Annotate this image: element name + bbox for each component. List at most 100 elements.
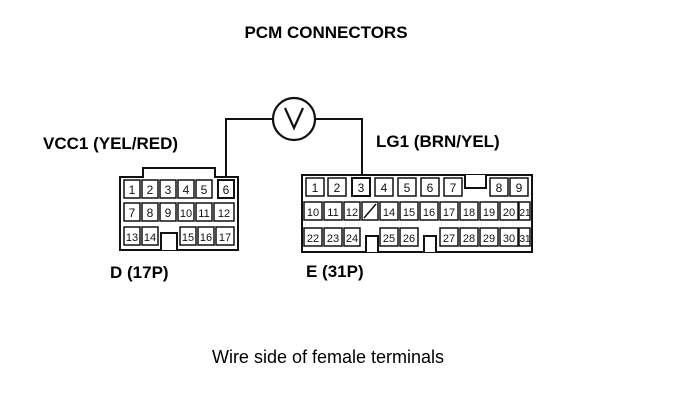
terminal-e-16	[419, 201, 439, 221]
terminal-d-17	[215, 226, 235, 246]
terminal-d-2-label: 2	[147, 183, 154, 197]
terminal-d-7	[123, 202, 141, 222]
terminal-e-29-label: 29	[483, 233, 495, 245]
terminal-e-30	[499, 227, 519, 247]
terminal-e-2-label: 2	[334, 181, 341, 195]
terminal-d-14-label: 14	[144, 232, 156, 244]
connector-e-terminals	[303, 177, 531, 247]
connector-e-numbers: 1 2 3 4 5 6 7 8 9 10 11 12 14 15 16 17 1…	[307, 181, 531, 245]
terminal-d-16	[197, 226, 215, 246]
terminal-d-13	[123, 226, 141, 246]
terminal-d-10	[177, 202, 195, 222]
terminal-e-30-label: 30	[503, 233, 515, 245]
terminal-e-25-label: 25	[383, 233, 395, 245]
terminal-e-15	[399, 201, 419, 221]
terminal-e-21-label: 21	[519, 208, 531, 219]
terminal-e-5	[397, 177, 417, 197]
terminal-d-4	[177, 179, 195, 199]
terminal-e-23-label: 23	[327, 233, 339, 245]
terminal-d-3	[159, 179, 177, 199]
terminal-e-11-label: 11	[327, 207, 338, 219]
terminal-e-19-label: 19	[483, 207, 495, 219]
terminal-e-4-label: 4	[381, 181, 388, 195]
terminal-d-1-label: 1	[129, 183, 136, 197]
terminal-e-12-label: 12	[346, 207, 358, 219]
terminal-e-29	[479, 227, 499, 247]
terminal-e-14-label: 14	[383, 207, 395, 219]
terminal-e-12	[343, 201, 361, 221]
terminal-e-8-label: 8	[496, 181, 503, 195]
diagram-caption: Wire side of female terminals	[212, 347, 444, 367]
terminal-e-3-label: 3	[358, 181, 365, 195]
terminal-e-20	[499, 201, 519, 221]
terminal-e-6-label: 6	[427, 181, 434, 195]
terminal-d-15-label: 15	[182, 232, 194, 244]
terminal-e-26	[399, 227, 419, 247]
vcc1-probe-label: VCC1 (YEL/RED)	[43, 134, 178, 153]
terminal-e-16-label: 16	[423, 207, 435, 219]
terminal-e-6	[420, 177, 440, 197]
terminal-e-31	[518, 227, 531, 247]
connector-d-terminals	[123, 179, 235, 246]
terminal-e-20-label: 20	[503, 207, 515, 219]
connector-e-key-notch-left	[365, 235, 379, 252]
terminal-e-17-label: 17	[443, 207, 455, 219]
terminal-e-22	[303, 227, 323, 247]
lg1-probe-label: LG1 (BRN/YEL)	[376, 132, 500, 151]
terminal-e-28	[459, 227, 479, 247]
terminal-d-14	[141, 226, 159, 246]
terminal-e-8	[489, 177, 509, 197]
terminal-e-9-label: 9	[516, 181, 523, 195]
connector-e-name: E (31P)	[306, 262, 364, 281]
terminal-e-7-label: 7	[450, 181, 457, 195]
terminal-e-3	[351, 177, 371, 197]
terminal-e-24-label: 24	[346, 233, 358, 245]
connector-d-key-notch	[160, 232, 178, 250]
terminal-e-21	[518, 201, 531, 221]
terminal-d-10-label: 10	[180, 208, 192, 220]
terminal-d-9	[159, 202, 177, 222]
terminal-e-9	[509, 177, 529, 197]
terminal-e-1	[305, 177, 325, 197]
terminal-e-11	[323, 201, 343, 221]
terminal-d-8	[141, 202, 159, 222]
terminal-e-7	[443, 177, 463, 197]
terminal-d-11-label: 11	[198, 208, 209, 220]
terminal-e-2	[327, 177, 347, 197]
terminal-d-17-label: 17	[219, 232, 231, 244]
terminal-d-12	[213, 202, 235, 222]
terminal-e-27	[439, 227, 459, 247]
terminal-d-7-label: 7	[129, 206, 136, 220]
terminal-d-9-label: 9	[165, 206, 172, 220]
terminal-d-16-label: 16	[200, 232, 212, 244]
terminal-d-3-label: 3	[165, 183, 172, 197]
voltmeter-icon	[271, 96, 317, 142]
terminal-e-18-label: 18	[463, 207, 475, 219]
terminal-e-4	[374, 177, 394, 197]
terminal-d-5-label: 5	[201, 183, 208, 197]
terminal-e-23	[323, 227, 343, 247]
terminal-e-blank-position	[361, 201, 379, 221]
terminal-e-18	[459, 201, 479, 221]
connector-e-key-notch-right	[423, 235, 437, 252]
wire-lg1	[316, 118, 363, 180]
terminal-e-1-label: 1	[312, 181, 319, 195]
terminal-d-6	[217, 179, 235, 199]
terminal-e-10-label: 10	[307, 207, 319, 219]
wire-vcc1	[225, 118, 272, 180]
terminal-e-31-label: 31	[519, 234, 531, 245]
terminal-d-11	[195, 202, 213, 222]
terminal-d-4-label: 4	[183, 183, 190, 197]
terminal-e-5-label: 5	[404, 181, 411, 195]
terminal-d-2	[141, 179, 159, 199]
connector-d-name: D (17P)	[110, 263, 169, 282]
terminal-e-25	[379, 227, 399, 247]
terminal-d-6-label: 6	[223, 183, 230, 197]
terminal-d-1	[123, 179, 141, 199]
terminal-e-14	[379, 201, 399, 221]
terminal-d-5	[195, 179, 213, 199]
terminal-e-28-label: 28	[463, 233, 475, 245]
terminal-d-13-label: 13	[126, 232, 138, 244]
terminal-d-15	[179, 226, 197, 246]
